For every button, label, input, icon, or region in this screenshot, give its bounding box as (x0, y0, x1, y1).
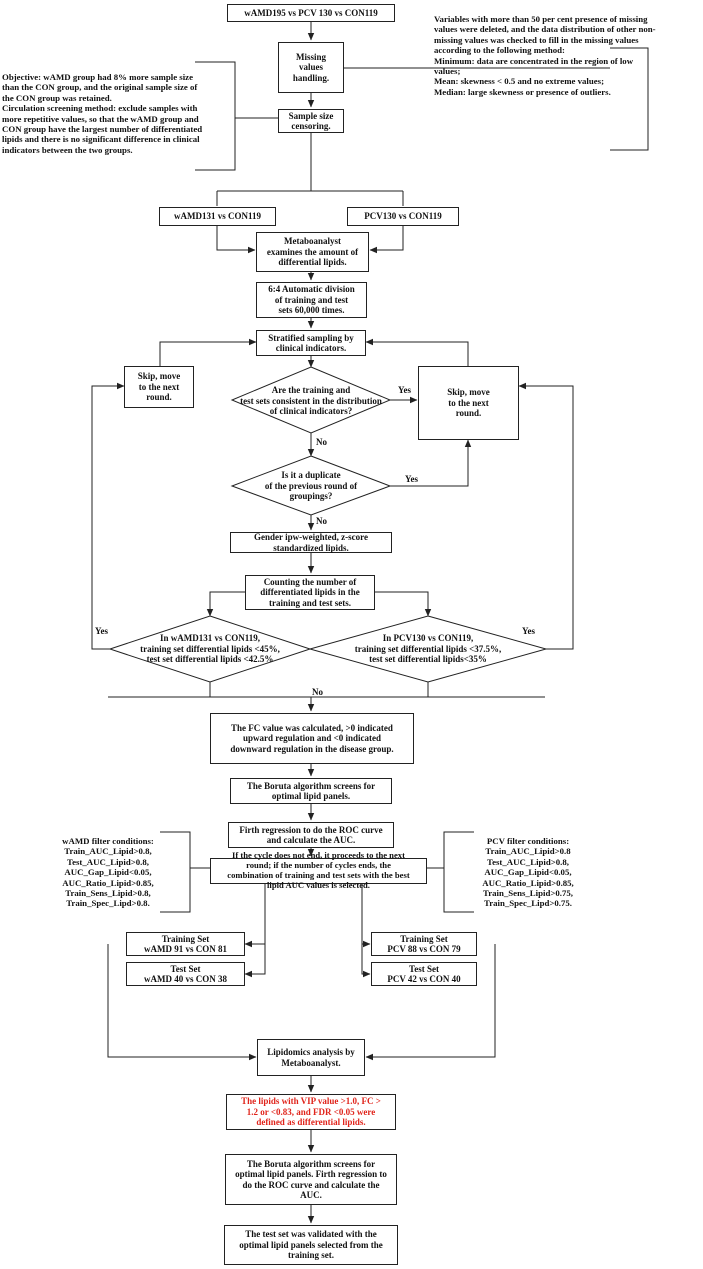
arrow-skipright-stratified (365, 338, 469, 366)
arrow-duplicate-skipright (390, 439, 472, 487)
pcv-filter-note: PCV filter conditions:Train_AUC_Lipid>0.… (482, 836, 574, 909)
arrow-cycle-train-wamd (244, 884, 266, 948)
label-yes-wamd: Yes (95, 626, 108, 636)
merge-to-fc (108, 682, 545, 711)
differential-criteria-box: The lipids with VIP value >1.0, FC >1.2 … (226, 1094, 396, 1130)
duplicate-decision-diamond (230, 455, 392, 516)
arrow-skipleft-stratified (159, 338, 257, 366)
pcv-filter-bracket (443, 831, 474, 913)
objective-note-bracket (195, 61, 236, 171)
wamd-condition-diamond (108, 615, 312, 683)
arrow-wamd-metabo (216, 226, 256, 254)
wamd-filter-note: wAMD filter conditions:Train_AUC_Lipid>0… (62, 836, 154, 909)
gender-box: Gender ipw-weighted, z-score standardize… (230, 532, 392, 553)
cycle-box: If the cycle does not end, it proceeds t… (210, 851, 427, 890)
arrow-train-wamd-lipidomics (107, 944, 257, 1061)
wamd-filter-bracket (160, 831, 191, 913)
pcv-condition-diamond (308, 615, 548, 683)
label-no-duplicate: No (316, 516, 327, 526)
arrow-cycle-train-pcv (361, 884, 371, 948)
pcv-condition-text: In PCV130 vs CON119,training set differe… (354, 633, 502, 664)
missing-values-note: Variables with more than 50 per cent pre… (434, 14, 656, 97)
fc-box: The FC value was calculated, >0 indicate… (210, 713, 414, 764)
start-box: wAMD195 vs PCV 130 vs CON119 (227, 4, 395, 22)
label-yes-pcv: Yes (522, 626, 535, 636)
label-no-consistent: No (316, 437, 327, 447)
label-yes-duplicate: Yes (405, 474, 418, 484)
arrow-cycle-test-pcv (361, 944, 371, 978)
wamd-condition-text: In wAMD131 vs CON119,training set differ… (140, 633, 280, 664)
wamd131-box: wAMD131 vs CON119 (159, 207, 276, 226)
arrow-wamd-skipleft (91, 382, 125, 650)
missing-note-bracket (610, 47, 649, 151)
consistent-decision-diamond (230, 366, 392, 434)
arrow-cycle-test-wamd (244, 944, 266, 978)
arrow-pcv-skipright (518, 382, 574, 650)
arrow-train-pcv-lipidomics (365, 944, 496, 1061)
label-yes-consistent: Yes (398, 385, 411, 395)
objective-note: Objective: wAMD group had 8% more sample… (2, 72, 203, 155)
split-to-groups (216, 133, 404, 206)
pcv130-box: PCV130 vs CON119 (347, 207, 459, 226)
label-no-merge: No (312, 687, 323, 697)
arrow-pcv-metabo (369, 226, 404, 254)
